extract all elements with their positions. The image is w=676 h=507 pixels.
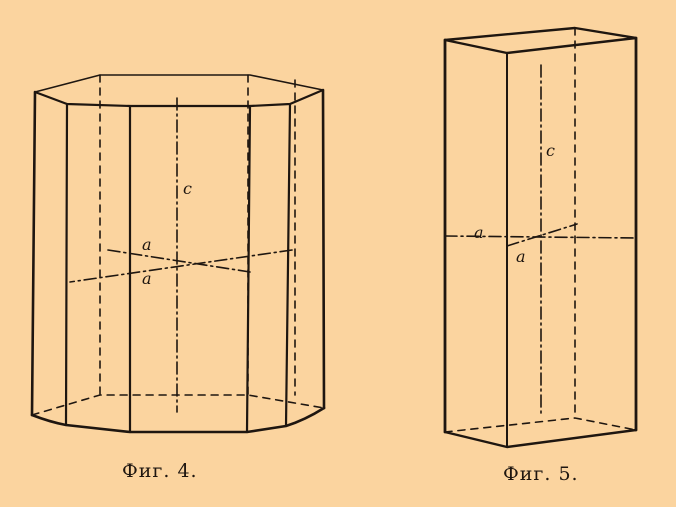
fig4-a-axis-2 — [69, 249, 293, 283]
fig4-edge-front-right — [284, 102, 292, 428]
fig4-a-upper-label: a — [142, 235, 152, 254]
fig5-a-lower-label: a — [516, 247, 526, 266]
fig5-a-axis — [444, 235, 637, 239]
fig4-top-back-edges — [34, 74, 324, 93]
fig5-b-axis — [506, 223, 578, 247]
fig5-top-face — [443, 26, 638, 55]
fig5-a-left-label: a — [474, 223, 484, 242]
fig4-hidden-bottom-edges — [31, 394, 325, 416]
fig5-rectangular-prism: c a a — [443, 26, 638, 449]
fig4-a-lower-label: a — [142, 269, 152, 288]
fig4-edge-left — [30, 90, 37, 417]
fig4-top-front-edges — [33, 88, 325, 108]
fig4-edge-right — [321, 88, 326, 410]
fig4-hexagonal-prism: c a a — [30, 74, 326, 434]
fig4-edge-front-left — [64, 102, 69, 427]
fig5-caption: Фиг. 5. — [503, 463, 579, 485]
fig4-caption: Фиг. 4. — [122, 460, 198, 482]
fig5-bottom-front-edges — [443, 428, 638, 449]
fig5-hidden-bottom-edges — [444, 417, 637, 433]
fig4-bottom-front-edges — [30, 406, 326, 434]
fig4-c-label: c — [183, 179, 192, 198]
fig5-c-label: c — [546, 141, 555, 160]
fig4-a-axis-1 — [107, 249, 251, 273]
